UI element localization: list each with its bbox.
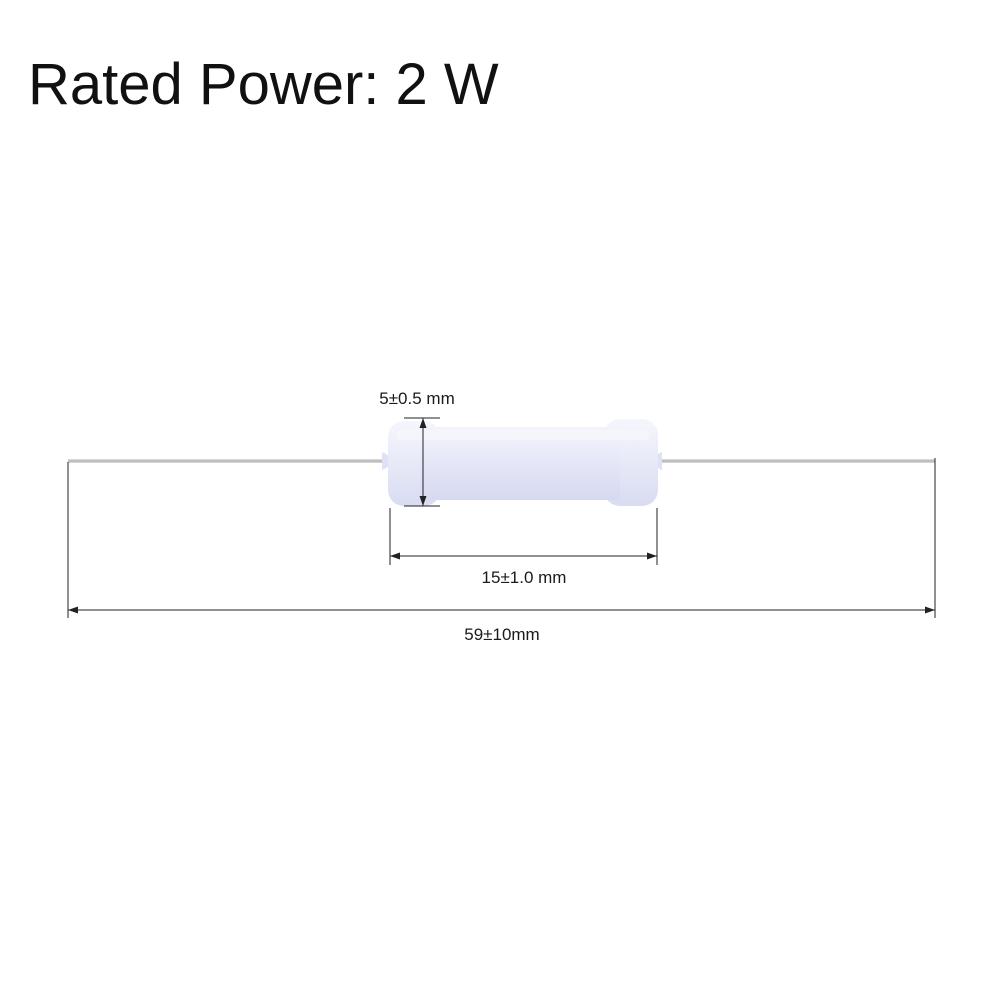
diameter-dimension: 5±0.5 mm bbox=[379, 389, 455, 507]
body-length-dimension: 15±1.0 mm bbox=[389, 508, 658, 587]
page-title: Rated Power: 2 W bbox=[28, 52, 499, 117]
body-length-label: 15±1.0 mm bbox=[482, 568, 567, 587]
lead-wire-right bbox=[652, 459, 935, 463]
total-length-label: 59±10mm bbox=[464, 625, 539, 644]
diameter-label: 5±0.5 mm bbox=[379, 389, 454, 408]
total-length-dimension: 59±10mm bbox=[67, 458, 936, 644]
resistor-body bbox=[382, 419, 662, 506]
lead-wire-left bbox=[68, 459, 390, 463]
